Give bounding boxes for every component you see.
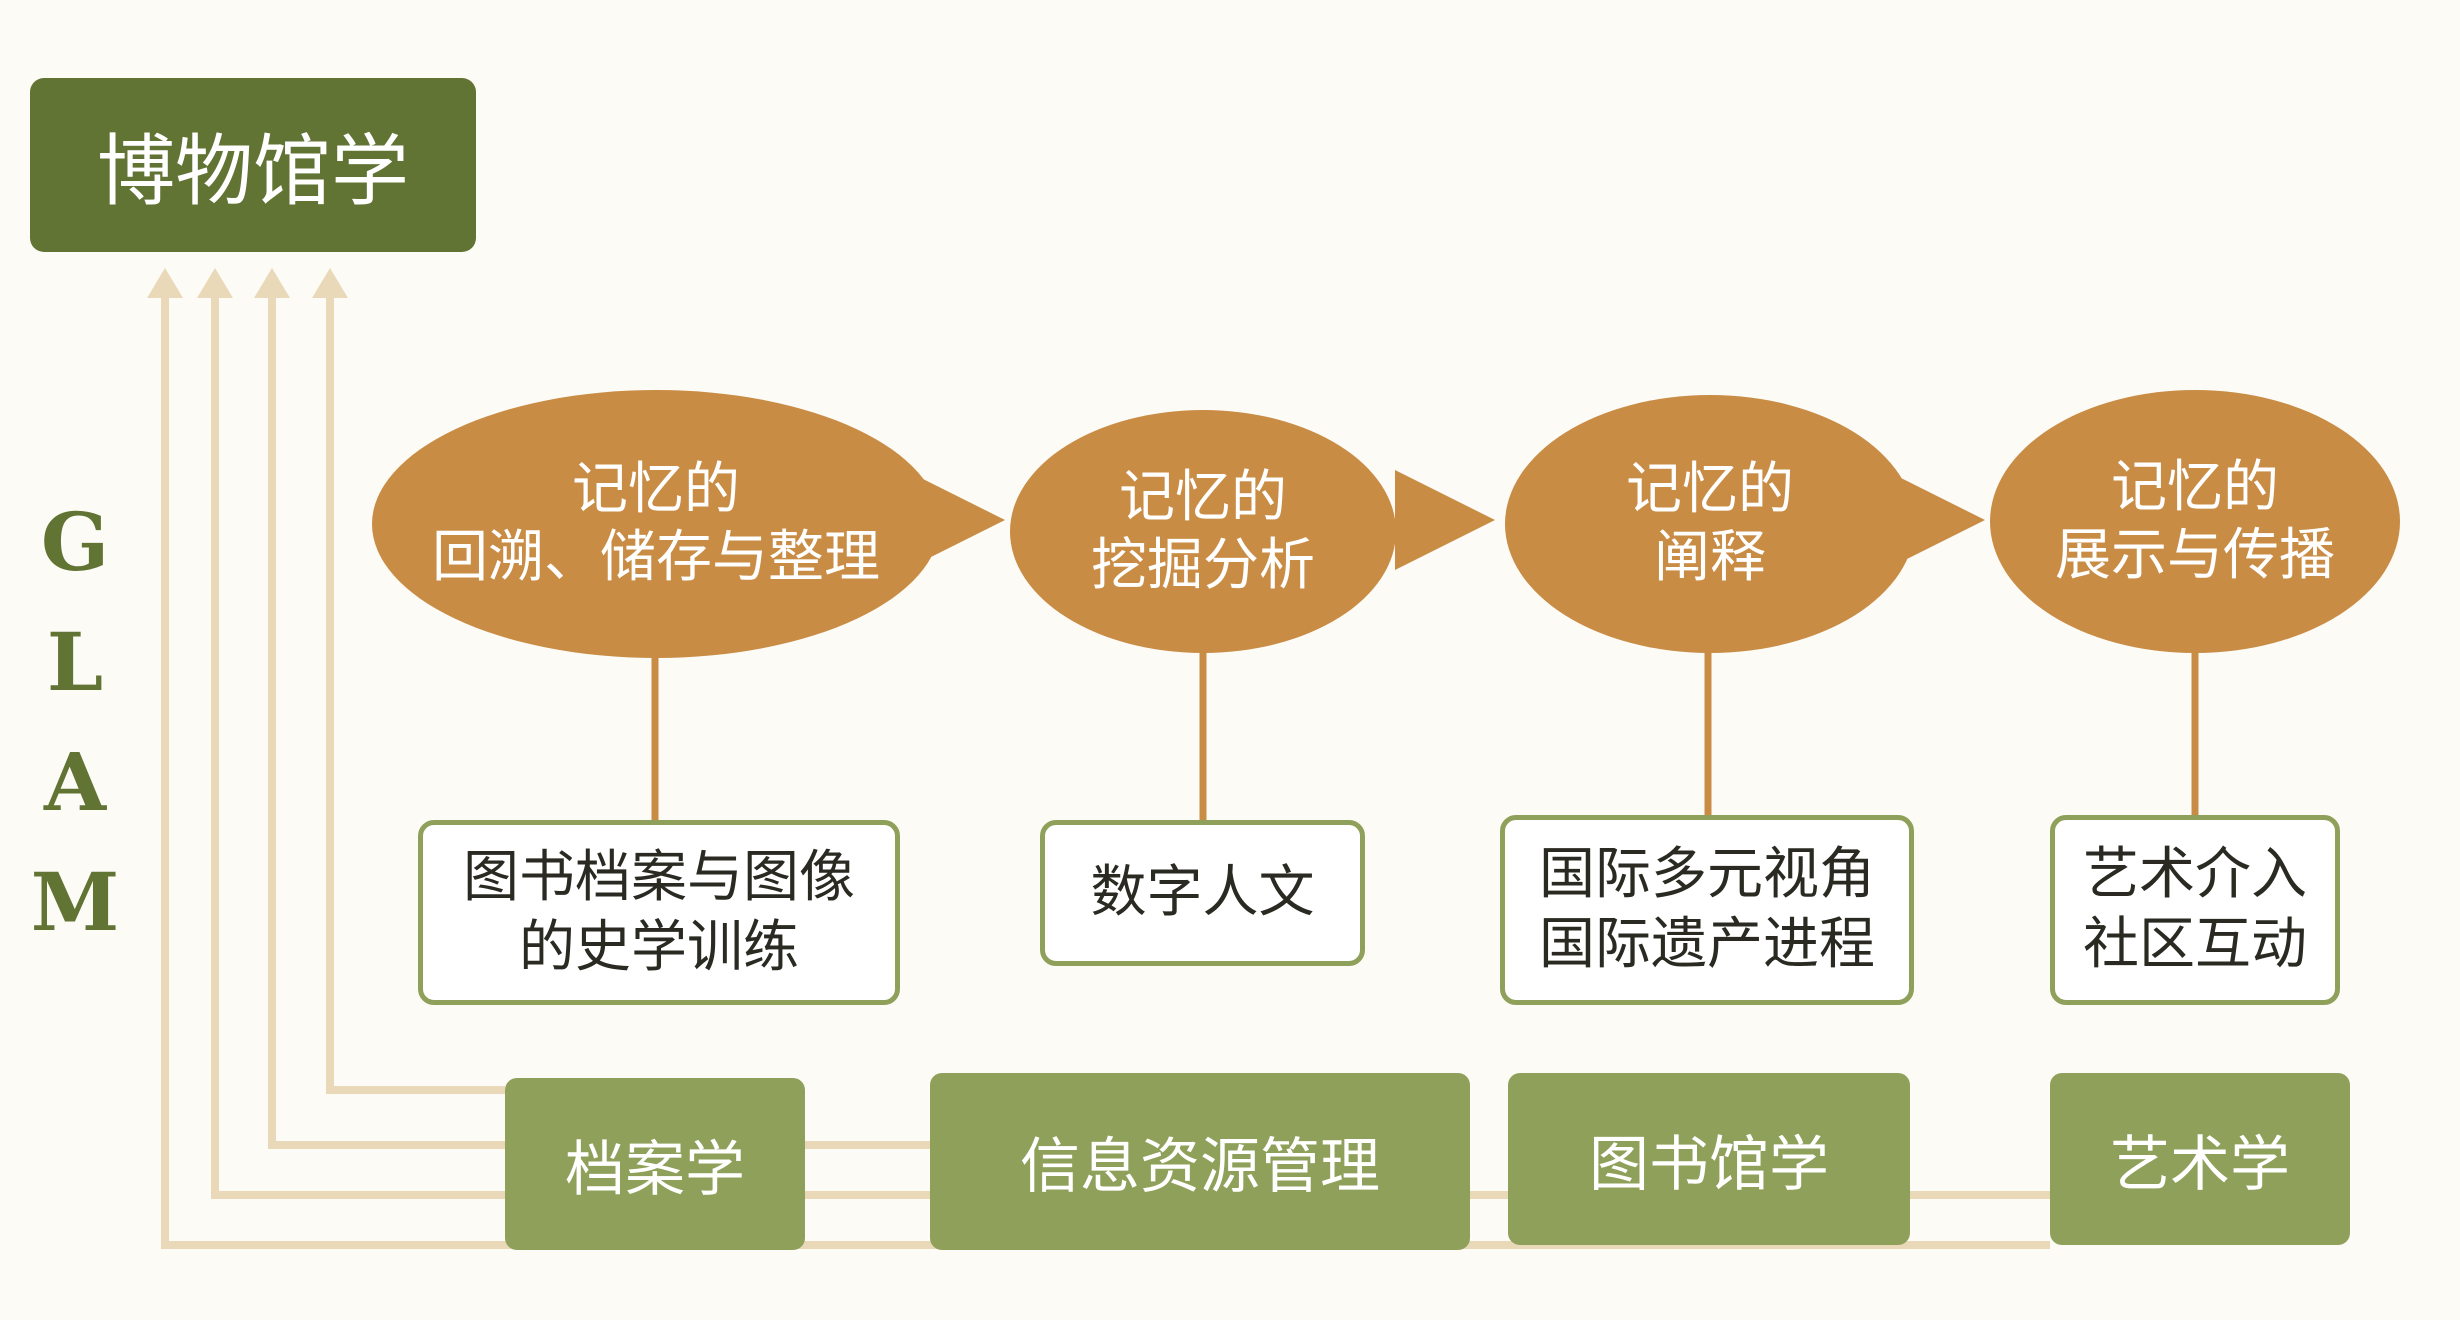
discipline-1-label: 档案学 [565,1134,745,1205]
flow-arrow-1 [905,470,1005,570]
topic-4-line1: 艺术介入 [2083,842,2307,907]
topic-box-1: 图书档案与图像的史学训练 [418,820,900,1005]
stage-ellipse-4: 记忆的展示与传播 [1990,390,2400,653]
glam-letter-l: L [46,615,104,709]
discipline-4-label: 艺术学 [2110,1129,2290,1200]
arrowhead-3 [254,268,290,298]
flow-arrow-2 [1395,470,1495,570]
topic-4-line2: 社区互动 [2083,912,2307,977]
topic-box-4: 艺术介入社区互动 [2050,815,2340,1005]
glam-letter-g: G [40,495,110,589]
stage-1-line2: 回溯、储存与整理 [432,525,880,590]
stage-4-line2: 展示与传播 [2055,522,2335,588]
arrowhead-4 [312,268,348,298]
topic-2-line1: 数字人文 [1090,860,1315,925]
stage-2-line1: 记忆的 [1119,464,1287,530]
discipline-library-science: 图书馆学 [1508,1073,1910,1245]
topic-1-line2: 的史学训练 [519,914,799,980]
stage-4-line1: 记忆的 [2111,454,2279,520]
stage-ellipse-1: 记忆的回溯、储存与整理 [372,390,940,658]
topic-3-line2: 国际遗产进程 [1539,912,1875,977]
glam-letter-m: M [30,855,120,949]
flow-arrow-3 [1885,470,1985,570]
stage-ellipse-3: 记忆的阐释 [1505,395,1915,653]
glam-letter-a: A [43,735,107,829]
discipline-3-label: 图书馆学 [1589,1129,1829,1200]
title-text: 博物馆学 [96,127,409,217]
stage-ellipse-2: 记忆的挖掘分析 [1010,410,1396,653]
glam-arrow-line-4 [326,290,505,1094]
discipline-2-label: 信息资源管理 [1020,1132,1380,1202]
arrowhead-1 [147,268,183,298]
discipline-art-studies: 艺术学 [2050,1073,2350,1245]
topic-1-line1: 图书档案与图像 [463,844,855,910]
discipline-information-resource-management: 信息资源管理 [930,1073,1470,1250]
stage-1-line1: 记忆的 [572,457,740,522]
topic-box-3: 国际多元视角国际遗产进程 [1500,815,1914,1005]
topic-box-2: 数字人文 [1040,820,1365,966]
museology-title-box: 博物馆学 [30,78,476,252]
arrowhead-2 [197,268,233,298]
topic-3-line1: 国际多元视角 [1539,842,1875,907]
stage-3-line1: 记忆的 [1626,457,1794,522]
stage-2-line2: 挖掘分析 [1091,532,1315,598]
discipline-archival-science: 档案学 [505,1078,805,1250]
stage-3-line2: 阐释 [1654,525,1766,590]
